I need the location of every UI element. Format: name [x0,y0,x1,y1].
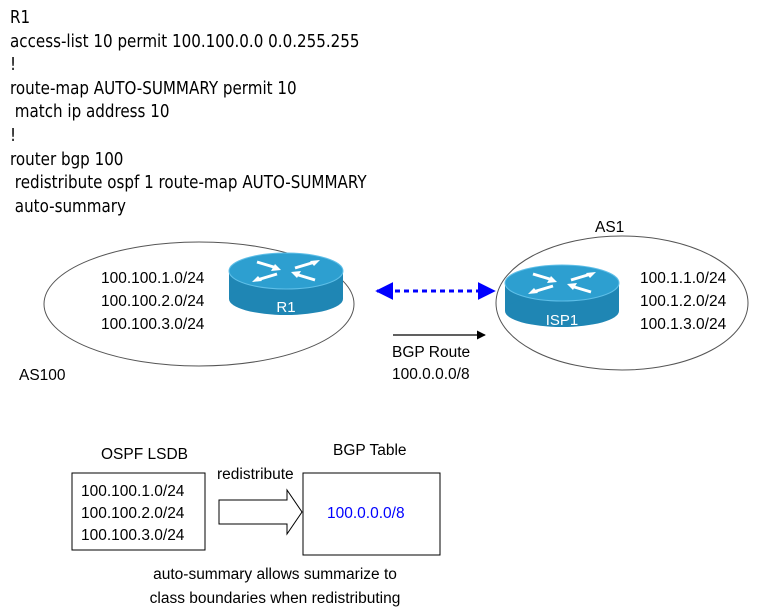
bgp-table-title: BGP Table [333,442,407,459]
caption-line: class boundaries when redistributing [149,590,401,607]
as1-route: 100.1.2.0/24 [640,293,727,310]
caption-line: auto-summary allows summarize to [153,566,397,583]
config-line: match ip address 10 [10,101,170,123]
config-line: route-map AUTO-SUMMARY permit 10 [10,77,297,99]
as1-label: AS1 [595,219,625,236]
router-icon [504,264,620,327]
config-text: R1 access-list 10 permit 100.100.0.0 0.0… [10,6,435,218]
bgp-route-prefix: 100.0.0.0/8 [392,366,470,383]
caption: auto-summary allows summarize to class b… [110,563,440,611]
bgp-route-label: BGP Route [392,344,471,361]
as100-route: 100.100.2.0/24 [101,293,205,310]
ospf-lsdb-box [71,472,206,551]
router-label: ISP1 [546,312,579,329]
as1-boundary [495,235,749,371]
config-line: ! [10,54,17,76]
as100-label: AS100 [19,367,66,384]
config-line: router bgp 100 [10,148,124,170]
bgp-table-box [302,472,441,556]
ospf-lsdb-title: OSPF LSDB [101,446,188,463]
as100-boundary [43,241,355,367]
ospf-lsdb-route: 100.100.2.0/24 [81,505,185,522]
config-line: redistribute ospf 1 route-map AUTO-SUMMA… [10,172,367,194]
ospf-lsdb-route: 100.100.3.0/24 [81,527,185,544]
config-line: auto-summary [10,195,126,217]
bgp-table-entry: 100.0.0.0/8 [327,505,405,522]
router-icon [228,252,344,315]
router-label: R1 [276,299,295,316]
as100-route: 100.100.1.0/24 [101,270,205,287]
as1-route: 100.1.3.0/24 [640,316,727,333]
redistribute-label: redistribute [217,466,294,483]
redistribute-arrow [218,488,303,536]
config-line: ! [10,124,17,146]
as1-route: 100.1.1.0/24 [640,270,727,287]
config-line: R1 [10,7,31,28]
as100-route: 100.100.3.0/24 [101,316,205,333]
config-line: access-list 10 permit 100.100.0.0 0.0.25… [10,30,360,52]
ospf-lsdb-route: 100.100.1.0/24 [81,483,185,500]
